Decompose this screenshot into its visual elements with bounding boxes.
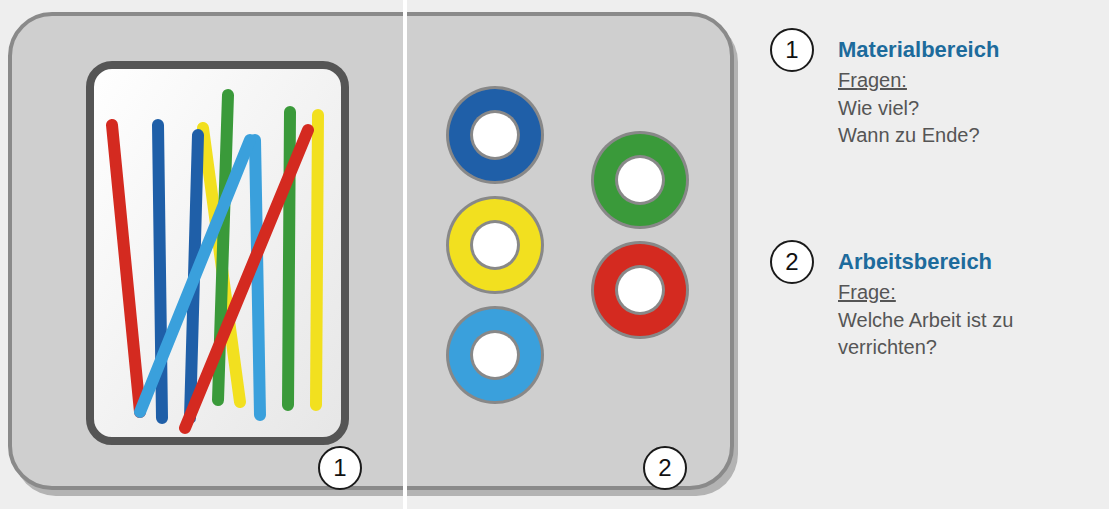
section-heading: Arbeitsbereich [838, 248, 992, 275]
sticks [112, 95, 318, 428]
callout-circle: 1 [770, 28, 814, 72]
question-text: Frage: [838, 279, 896, 306]
stick [316, 115, 318, 405]
callout-number: 2 [785, 250, 798, 274]
callout-number: 1 [333, 456, 346, 480]
callout-circle: 1 [318, 446, 362, 490]
material-box [90, 65, 345, 441]
divider-line [403, 0, 407, 509]
question-text: Welche Arbeit ist zu verrichten? [838, 307, 1100, 361]
callout-number: 2 [658, 456, 671, 480]
ring [591, 131, 689, 229]
ring [446, 196, 544, 294]
stick [255, 140, 260, 415]
callout-circle: 2 [770, 240, 814, 284]
question-text: Fragen: [838, 67, 907, 94]
callout-circle: 2 [643, 446, 687, 490]
ring [591, 241, 689, 339]
ring [446, 306, 544, 404]
stick [140, 140, 250, 412]
tray [10, 14, 732, 488]
stick [185, 130, 308, 428]
stick [112, 125, 140, 412]
question-text: Wie viel? [838, 95, 919, 122]
ring [446, 86, 544, 184]
question-text: Wann zu Ende? [838, 122, 980, 149]
stick [288, 112, 290, 405]
rings [446, 86, 689, 404]
section-heading: Materialbereich [838, 36, 999, 63]
callout-number: 1 [785, 38, 798, 62]
